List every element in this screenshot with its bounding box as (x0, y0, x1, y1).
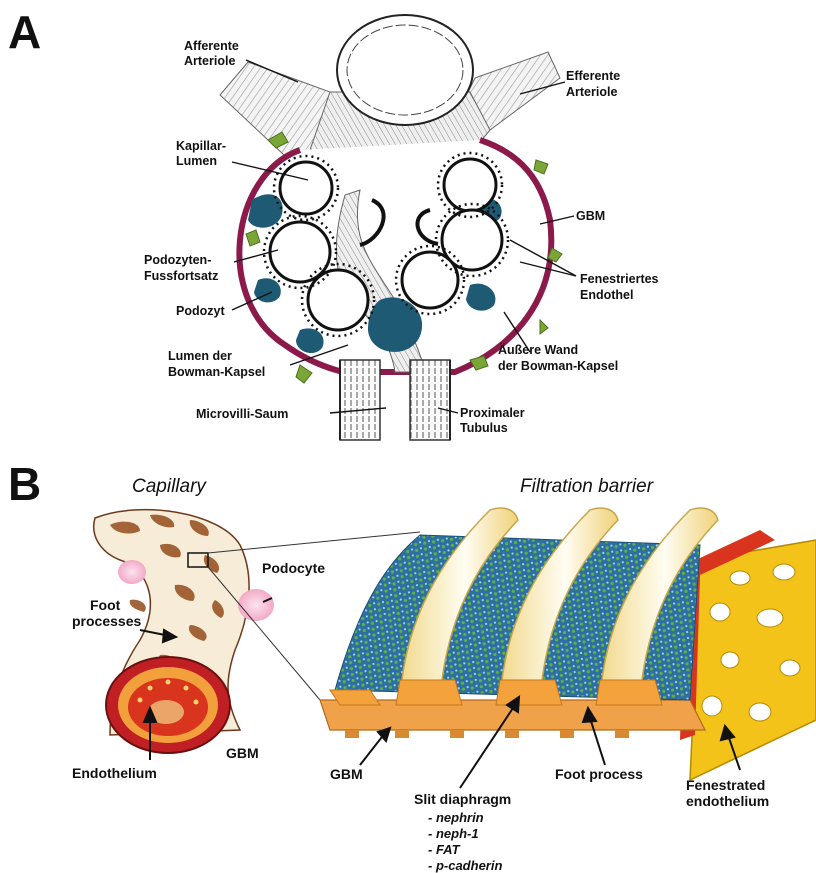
panel-b-letter: B (8, 458, 41, 510)
label-kapillar-2: Lumen (176, 154, 217, 168)
label-proximaler-2: Tubulus (460, 421, 508, 435)
molecule-item: - nephrin (428, 810, 484, 825)
capillary-drawing (94, 510, 274, 753)
label-proximaler-1: Proximaler (460, 406, 525, 420)
label-lumen-2: Bowman-Kapsel (168, 365, 265, 379)
label-fenestriert-2: Endothel (580, 288, 633, 302)
title-filtration-barrier: Filtration barrier (520, 476, 654, 497)
label-microvilli: Microvilli-Saum (196, 407, 288, 421)
label-lumen-1: Lumen der (168, 349, 232, 363)
label-endothelium: Endothelium (72, 765, 157, 781)
molecule-name: nephrin (436, 810, 484, 825)
molecule-item: - FAT (428, 842, 461, 857)
label-efferente-1: Efferente (566, 69, 620, 83)
title-capillary: Capillary (132, 476, 207, 497)
label-podocyte: Podocyte (262, 560, 325, 576)
label-afferente-2: Arteriole (184, 54, 235, 68)
label-aussere-2: der Bowman-Kapsel (498, 359, 618, 373)
label-foot-1: Foot (90, 597, 121, 613)
label-fenestriert-1: Fenestriertes (580, 272, 659, 286)
filtration-barrier-drawing (320, 508, 816, 780)
label-podozyten-2: Fussfortsatz (144, 269, 218, 283)
label-foot-process: Foot process (555, 766, 643, 782)
molecule-name: neph-1 (436, 826, 479, 841)
molecule-name: p-cadherin (435, 858, 503, 873)
label-fenestrated-1: Fenestrated (686, 777, 765, 793)
panel-a-letter: A (8, 6, 41, 58)
molecule-item: - p-cadherin (428, 858, 502, 873)
label-efferente-2: Arteriole (566, 85, 617, 99)
glomerulus-drawing (220, 15, 562, 440)
molecule-item: - neph-1 (428, 826, 479, 841)
label-kapillar-1: Kapillar- (176, 139, 226, 153)
label-podozyten-1: Podozyten- (144, 253, 211, 267)
label-podozyt: Podozyt (176, 304, 225, 318)
label-aussere-1: Äußere Wand (498, 342, 578, 357)
label-fenestrated-2: endothelium (686, 793, 769, 809)
label-gbm-left: GBM (226, 745, 259, 761)
label-slit-diaphragm: Slit diaphragm (414, 791, 511, 807)
molecule-name: FAT (436, 842, 461, 857)
slit-molecule-list: - nephrin - neph-1 - FAT - p-cadherin (428, 810, 502, 873)
label-gbm-right: GBM (330, 766, 363, 782)
label-afferente-1: Afferente (184, 39, 239, 53)
label-gbm-a: GBM (576, 209, 605, 223)
label-foot-2: processes (72, 613, 141, 629)
